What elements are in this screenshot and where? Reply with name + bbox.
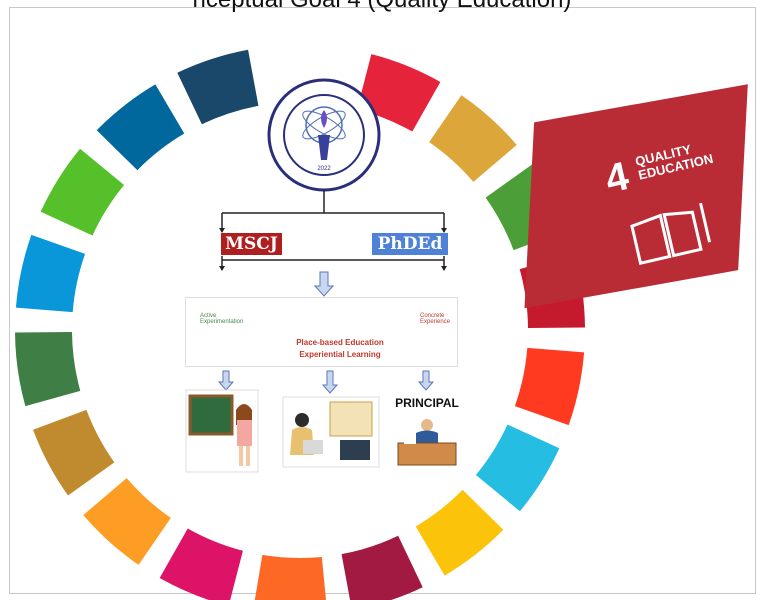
university-seal: 2022: [267, 78, 381, 192]
sdg-ring-segment: [341, 535, 423, 600]
principal-illustration: [394, 394, 460, 467]
sdg-ring-segment: [475, 424, 560, 512]
principal-label: PRINCIPAL: [395, 396, 459, 410]
sdg-ring-segment: [15, 234, 86, 313]
sdg-ring-segment: [83, 478, 171, 565]
page-title: nceptual Goal 4 (Quality Education): [0, 0, 764, 14]
sdg-ring-segment: [415, 489, 504, 576]
experiential-learning-label: Experiential Learning: [299, 350, 381, 359]
sdg-ring-segment: [254, 554, 326, 600]
sdg-ring-segment: [33, 409, 115, 496]
place-based-education-label: Place-based Education: [296, 338, 384, 347]
teacher-illustration: [185, 389, 259, 473]
student-illustration: [282, 396, 380, 468]
sdg-ring-segment: [15, 331, 81, 407]
sdg-ring-segment: [159, 528, 243, 600]
sdg-ring-segment: [429, 95, 517, 182]
flow-connectors: [221, 190, 445, 270]
concrete-experience-label: Concrete Experience: [420, 313, 451, 325]
arrow-down-icon: [417, 370, 435, 391]
arrow-down-icon: [321, 370, 339, 394]
seal-year: 2022: [317, 166, 331, 172]
experiential-learning-panel: [185, 297, 458, 367]
open-book-icon: [630, 202, 712, 266]
sdg-ring-segment: [357, 54, 441, 132]
block-arrows: [217, 271, 435, 394]
sdg-ring-segment: [514, 347, 585, 426]
flow-arrowheads: [219, 228, 447, 271]
sdg-ring-segment: [177, 49, 259, 125]
active-experimentation-label: Active Experimentation: [200, 313, 244, 325]
arrow-down-icon: [217, 370, 235, 391]
sdg4-badge: 4 QUALITY EDUCATION: [526, 86, 746, 306]
arrow-down-icon: [313, 271, 335, 297]
phded-program-label: PhDEd: [372, 233, 448, 255]
sdg-ring-segment: [96, 84, 185, 171]
sdg-ring-segment: [40, 148, 125, 236]
mscj-program-label: MSCJ: [221, 233, 282, 255]
